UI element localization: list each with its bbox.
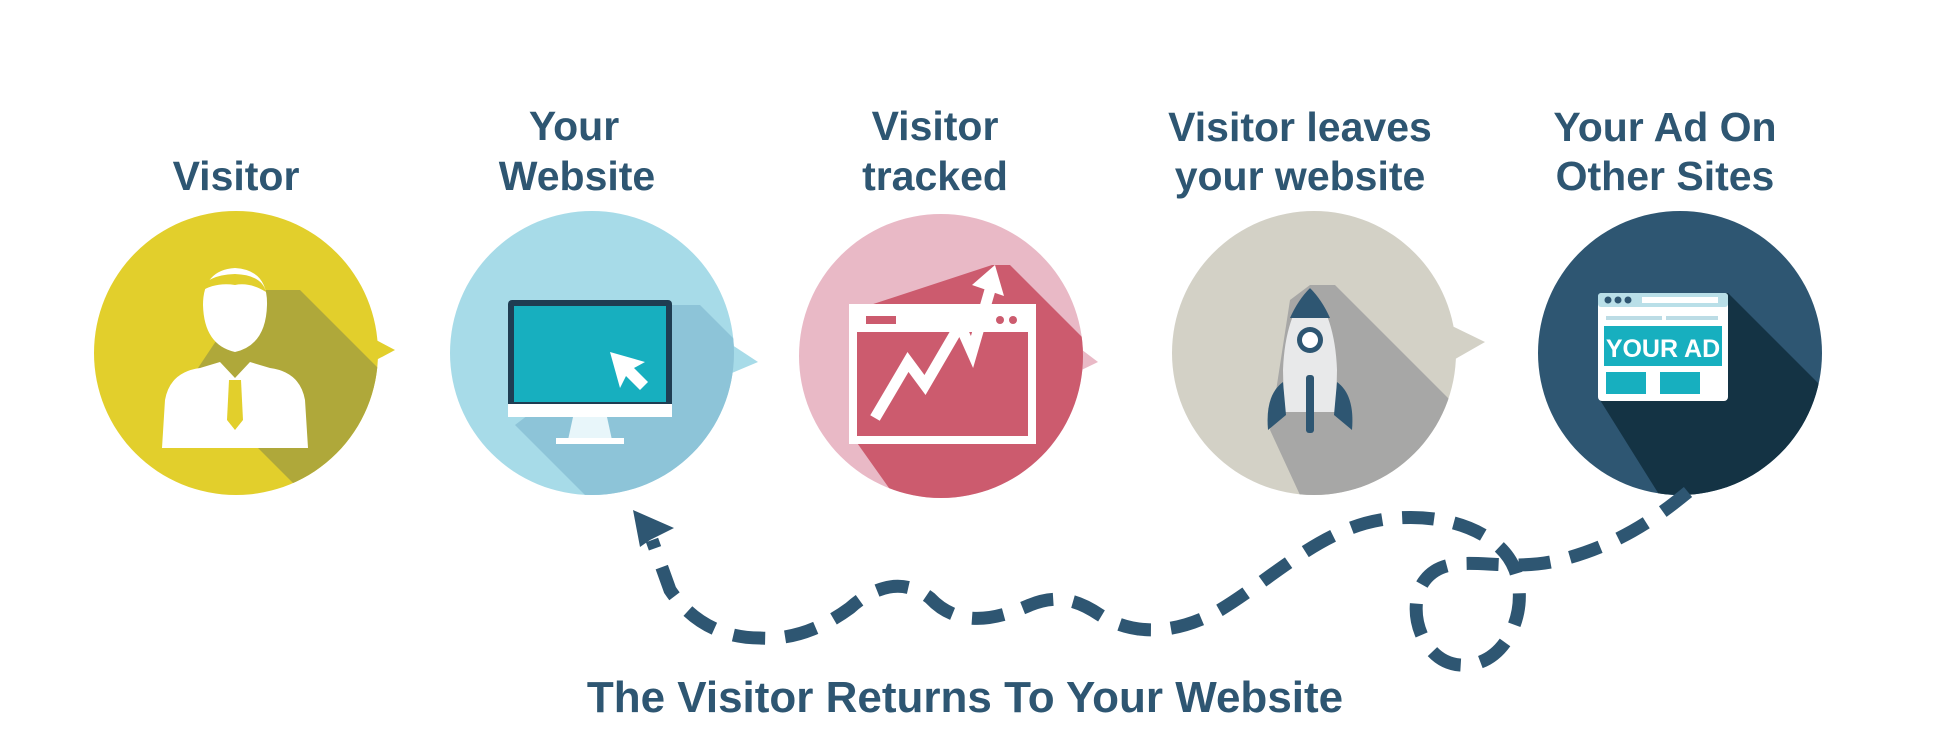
ad-text: YOUR AD: [1606, 335, 1720, 363]
step-website-label-line1: Your: [529, 103, 619, 149]
ad-window-icon: YOUR AD: [1598, 293, 1728, 401]
step-ad-label-line1: Your Ad On: [1553, 104, 1776, 150]
rocket-icon: [1267, 288, 1353, 433]
step-visitor: Visitor: [94, 153, 395, 495]
person-icon: [162, 268, 308, 448]
step-ad-label-line2: Other Sites: [1556, 153, 1775, 199]
step-website: Your Website: [450, 103, 758, 495]
step-tracked-label-line1: Visitor: [872, 103, 999, 149]
return-path: [633, 486, 1693, 672]
step-tracked: Visitor tracked: [799, 103, 1098, 498]
trend-chart-icon: [849, 265, 1036, 444]
return-arrow-head: [633, 510, 674, 547]
step-leaves: Visitor leaves your website: [1168, 104, 1485, 495]
step-tracked-label-line2: tracked: [862, 153, 1008, 199]
step-leaves-label-line1: Visitor leaves: [1168, 104, 1432, 150]
monitor-icon: [508, 300, 672, 444]
return-path-line: [645, 486, 1693, 672]
step-website-label-line2: Website: [499, 153, 655, 199]
step-ad: Your Ad On Other Sites YOUR AD: [1538, 104, 1822, 495]
step-visitor-label-line1: Visitor: [173, 153, 300, 199]
step-leaves-label-line2: your website: [1175, 153, 1426, 199]
return-label: The Visitor Returns To Your Website: [587, 673, 1343, 722]
